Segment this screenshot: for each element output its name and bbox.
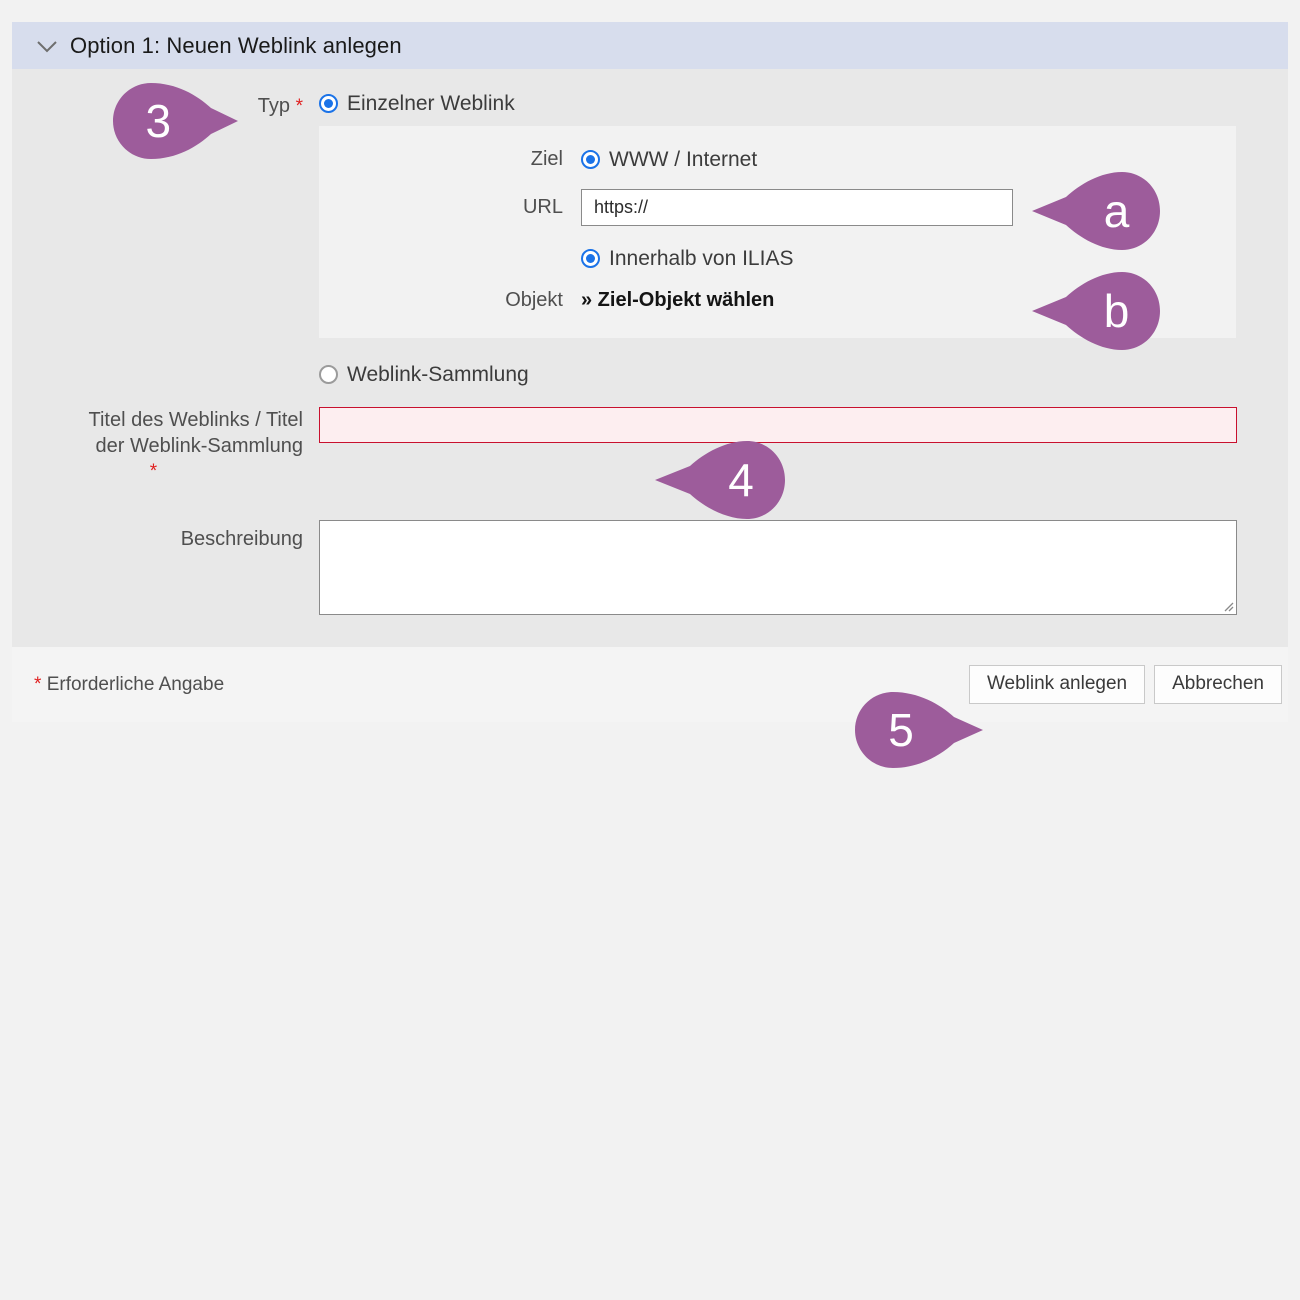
field-titel — [319, 407, 1288, 443]
footer-button-group: Weblink anlegen Abbrechen — [968, 665, 1282, 704]
create-weblink-button[interactable]: Weblink anlegen — [968, 665, 1146, 704]
subrow-ziel: Ziel WWW / Internet — [319, 148, 1236, 171]
radio-label-innerhalb-von-ilias: Innerhalb von ILIAS — [609, 247, 794, 270]
field-ziel: WWW / Internet — [581, 149, 1236, 170]
label-ziel: Ziel — [530, 148, 563, 170]
subrow-url: URL — [319, 189, 1236, 226]
description-textarea[interactable] — [319, 520, 1237, 615]
form-row-beschreibung: Beschreibung — [12, 485, 1288, 647]
label-titel: Titel des Weblinks / Titel der Weblink-S… — [12, 407, 319, 485]
subrow-objekt: Objekt » Ziel-Objekt wählen — [319, 289, 1236, 312]
required-hint-text: Erforderliche Angabe — [46, 673, 225, 695]
radio-icon-weblink-sammlung[interactable] — [319, 365, 338, 384]
form-body: Typ * Einzelner Weblink Ziel — [12, 69, 1288, 647]
weblink-form-panel: Option 1: Neuen Weblink anlegen Typ * Ei… — [12, 22, 1288, 722]
radio-option-weblink-sammlung[interactable]: Weblink-Sammlung — [319, 364, 1288, 385]
radio-label-www-internet: WWW / Internet — [609, 148, 758, 171]
select-target-object-link[interactable]: » Ziel-Objekt wählen — [581, 289, 775, 311]
label-url: URL — [522, 196, 563, 218]
form-row-typ: Typ * Einzelner Weblink Ziel — [12, 69, 1288, 385]
radio-icon-innerhalb-von-ilias[interactable] — [581, 249, 600, 268]
radio-option-innerhalb-von-ilias[interactable]: Innerhalb von ILIAS — [581, 248, 1236, 269]
required-asterisk-footer: * — [34, 673, 42, 695]
label-typ-text: Typ — [257, 95, 291, 117]
required-asterisk-titel: * — [149, 461, 158, 482]
description-textarea-wrap — [319, 520, 1237, 615]
field-beschreibung — [319, 520, 1288, 615]
url-input[interactable] — [581, 189, 1013, 226]
subrow-ilias: Innerhalb von ILIAS — [319, 248, 1236, 269]
label-objekt: Objekt — [505, 289, 563, 311]
required-asterisk-typ: * — [295, 96, 303, 117]
label-beschreibung: Beschreibung — [180, 528, 303, 550]
page-title: Option 1: Neuen Weblink anlegen — [70, 32, 402, 58]
target-subpanel: Ziel WWW / Internet URL — [319, 126, 1236, 338]
label-titel-line1: Titel des Weblinks / Titel — [88, 409, 303, 431]
field-ilias: Innerhalb von ILIAS — [581, 248, 1236, 269]
required-hint: * Erforderliche Angabe — [34, 674, 224, 696]
label-titel-line2: der Weblink-Sammlung — [95, 435, 304, 457]
field-url — [581, 189, 1236, 226]
radio-label-weblink-sammlung: Weblink-Sammlung — [347, 363, 529, 386]
form-row-titel: Titel des Weblinks / Titel der Weblink-S… — [12, 385, 1288, 485]
label-typ: Typ * — [12, 93, 319, 120]
field-typ: Einzelner Weblink Ziel WWW / Internet — [319, 93, 1288, 385]
title-input[interactable] — [319, 407, 1237, 443]
radio-option-www-internet[interactable]: WWW / Internet — [581, 149, 1236, 170]
radio-option-einzelner-weblink[interactable]: Einzelner Weblink — [319, 93, 1288, 114]
radio-label-einzelner-weblink: Einzelner Weblink — [347, 92, 515, 115]
field-objekt: » Ziel-Objekt wählen — [581, 289, 1236, 312]
cancel-button[interactable]: Abbrechen — [1154, 665, 1282, 704]
form-section-header[interactable]: Option 1: Neuen Weblink anlegen — [12, 22, 1288, 69]
chevron-down-icon[interactable] — [34, 33, 60, 59]
radio-icon-einzelner-weblink[interactable] — [319, 94, 338, 113]
radio-icon-www-internet[interactable] — [581, 150, 600, 169]
form-footer: * Erforderliche Angabe Weblink anlegen A… — [12, 647, 1288, 722]
